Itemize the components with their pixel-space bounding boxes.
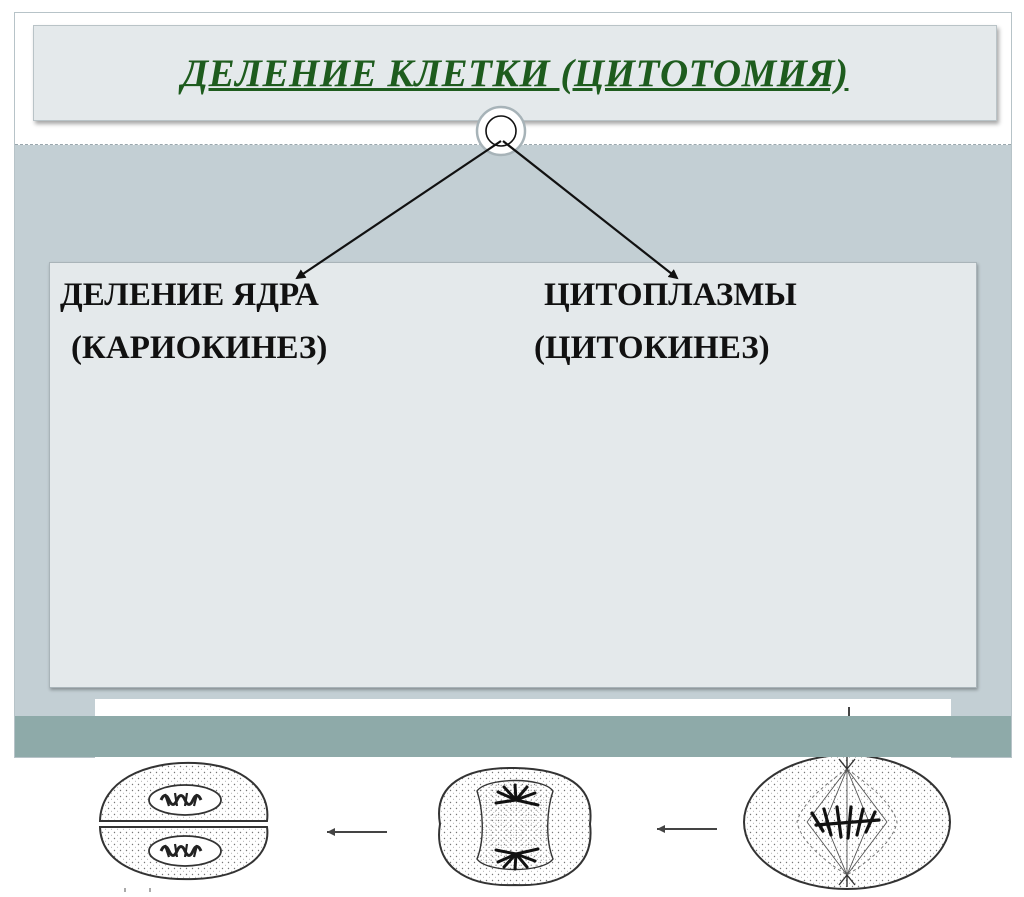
title-box: ДЕЛЕНИЕ КЛЕТКИ (ЦИТОТОМИЯ) (33, 25, 997, 121)
label-nucleus-division: ДЕЛЕНИЕ ЯДРА (60, 277, 319, 313)
slide-title: ДЕЛЕНИЕ КЛЕТКИ (ЦИТОТОМИЯ) (181, 51, 849, 95)
connector-circle (474, 104, 528, 158)
flow-arrow-left (327, 828, 387, 836)
label-cytokinesis: (ЦИТОКИНЕЗ) (534, 330, 770, 366)
daughter-cells (98, 761, 269, 892)
footer-band (15, 716, 1011, 757)
label-cytoplasm: ЦИТОПЛАЗМЫ (544, 277, 797, 313)
branch-arrows (295, 140, 679, 280)
arrow-to-cytokinesis (502, 140, 679, 280)
label-karyokinesis: (КАРИОКИНЕЗ) (71, 330, 328, 366)
cleaving-cell (438, 766, 592, 887)
flow-arrow-right (657, 825, 717, 833)
arrow-to-karyokinesis (295, 140, 502, 280)
